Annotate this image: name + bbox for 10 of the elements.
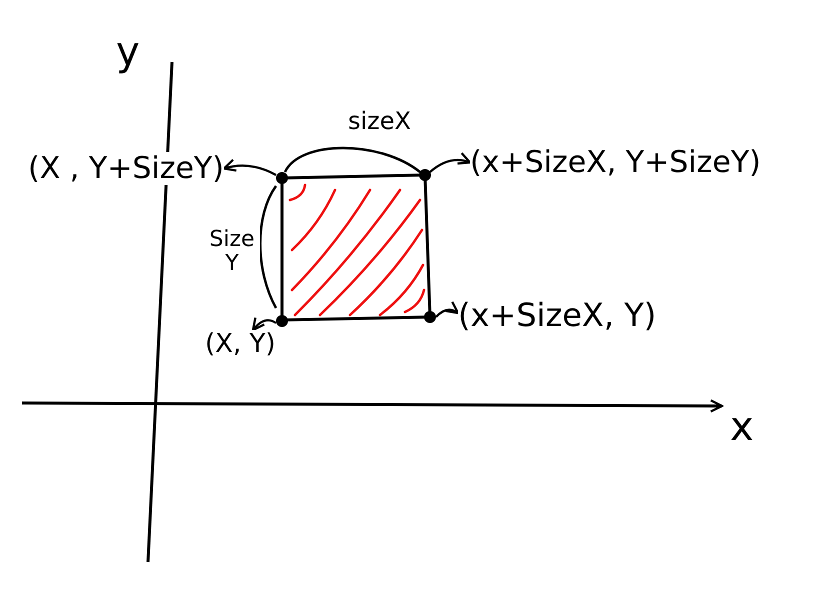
arrow [435, 301, 460, 318]
corner-point [276, 172, 288, 184]
corner-point [424, 311, 436, 323]
corner-point [419, 169, 431, 181]
coordinate-label: (x+SizeX, Y+SizeY) [470, 146, 761, 179]
coordinate-label: (X , Y+SizeY) [28, 152, 224, 185]
arrow [429, 152, 472, 173]
arrow [222, 159, 276, 176]
arrow [252, 316, 277, 332]
corner-point [276, 315, 288, 327]
